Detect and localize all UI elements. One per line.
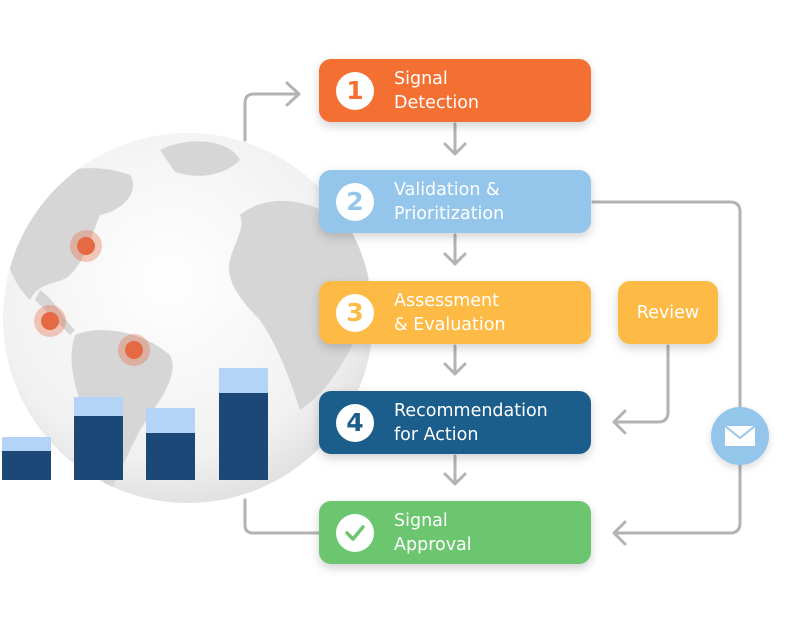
bar-dark-segment: [74, 416, 123, 480]
arrow-3-4: [443, 344, 467, 376]
step-label: Signal Detection: [394, 68, 480, 113]
review-box[interactable]: Review: [618, 281, 718, 344]
step-assessment-evaluation[interactable]: 3 Assessment & Evaluation: [319, 281, 591, 344]
arrow-4-5: [443, 454, 467, 486]
bar-dark-segment: [146, 433, 195, 480]
step-label: Validation & Prioritization: [394, 179, 505, 224]
bar-light-segment: [146, 408, 195, 433]
review-line: [612, 344, 670, 435]
loop-down-line: [243, 498, 321, 535]
connectors: [243, 81, 742, 546]
step-recommendation[interactable]: 4 Recommendation for Action: [319, 391, 591, 454]
envelope-icon: [711, 407, 769, 465]
step-signal-detection[interactable]: 1 Signal Detection: [319, 59, 591, 122]
step-number: 2: [336, 182, 374, 221]
arrow-2-3: [443, 233, 467, 266]
bar-light-segment: [2, 437, 51, 451]
step-label: Assessment & Evaluation: [394, 290, 506, 335]
step-label: Signal Approval: [394, 510, 472, 555]
arrow-head: [285, 81, 301, 107]
step-number: 4: [336, 403, 374, 442]
loop-up-line: [243, 92, 300, 142]
arrow-1-2: [443, 122, 467, 156]
central-america: [35, 290, 75, 335]
bar-light-segment: [74, 397, 123, 416]
bypass-line: [591, 200, 742, 546]
step-label: Recommendation for Action: [394, 400, 548, 445]
africa-europe: [229, 200, 369, 410]
step-number: 3: [336, 293, 374, 332]
step-number: 1: [336, 71, 374, 110]
check-icon: [336, 513, 374, 552]
bar-dark-segment: [2, 451, 51, 480]
step-signal-approval[interactable]: Signal Approval: [319, 501, 591, 564]
bar-light-segment: [219, 368, 268, 393]
step-validation-prioritization[interactable]: 2 Validation & Prioritization: [319, 170, 591, 233]
locations: [34, 230, 150, 366]
bar-chart: [2, 368, 268, 480]
greenland: [160, 141, 240, 176]
bar-dark-segment: [219, 393, 268, 480]
